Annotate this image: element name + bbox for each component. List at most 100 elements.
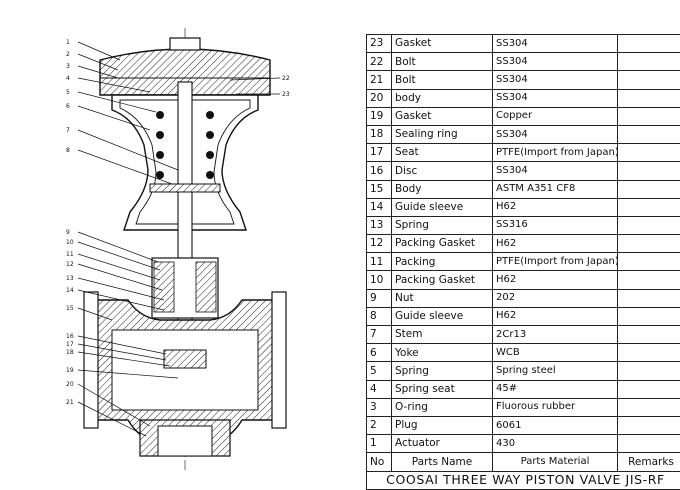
part-name: Gasket <box>392 35 493 53</box>
callout-label: 17 <box>66 341 74 348</box>
callout-label: 4 <box>66 75 70 82</box>
part-no: 15 <box>367 180 392 198</box>
part-remarks <box>618 435 680 453</box>
part-name: Guide sleeve <box>392 307 493 325</box>
part-remarks <box>618 344 680 362</box>
callout-label: 1 <box>66 39 70 46</box>
callout-leader <box>78 42 120 60</box>
part-no: 8 <box>367 307 392 325</box>
part-material: H62 <box>493 271 618 289</box>
part-name: Seat <box>392 144 493 162</box>
callout-leader <box>78 242 160 270</box>
callout-label: 15 <box>66 305 74 312</box>
callout-label: 2 <box>66 51 70 58</box>
part-no: 22 <box>367 53 392 71</box>
part-material: H62 <box>493 307 618 325</box>
callout-label: 11 <box>66 251 74 258</box>
part-material: 2Cr13 <box>493 326 618 344</box>
part-no: 7 <box>367 326 392 344</box>
part-remarks <box>618 144 680 162</box>
part-no: 10 <box>367 271 392 289</box>
header-remarks: Remarks <box>618 453 680 471</box>
part-material: 430 <box>493 435 618 453</box>
part-material: Fluorous rubber <box>493 398 618 416</box>
part-material: 202 <box>493 289 618 307</box>
callout-label: 9 <box>66 229 70 236</box>
part-remarks <box>618 53 680 71</box>
part-name: Nut <box>392 289 493 307</box>
part-no: 14 <box>367 198 392 216</box>
part-no: 19 <box>367 107 392 125</box>
part-name: Yoke <box>392 344 493 362</box>
part-material: Copper <box>493 107 618 125</box>
bottom-port <box>140 420 230 456</box>
part-remarks <box>618 398 680 416</box>
part-material: PTFE(Import from Japan) <box>493 144 618 162</box>
part-material: PTFE(Import from Japan) <box>493 253 618 271</box>
part-no: 1 <box>367 435 392 453</box>
part-remarks <box>618 71 680 89</box>
part-name: Bolt <box>392 53 493 71</box>
part-no: 18 <box>367 125 392 143</box>
part-material: SS304 <box>493 125 618 143</box>
part-name: Packing <box>392 253 493 271</box>
part-remarks <box>618 380 680 398</box>
callout-label: 21 <box>66 399 74 406</box>
part-remarks <box>618 235 680 253</box>
part-remarks <box>618 125 680 143</box>
callout-label: 3 <box>66 63 70 70</box>
part-name: body <box>392 89 493 107</box>
part-name: Guide sleeve <box>392 198 493 216</box>
part-no: 21 <box>367 71 392 89</box>
parts-table-footer: No Parts Name Parts Material Remarks COO… <box>367 453 680 489</box>
part-material: SS304 <box>493 35 618 53</box>
callout-label: 7 <box>66 127 70 134</box>
callout-label: 5 <box>66 89 70 96</box>
part-material: SS304 <box>493 162 618 180</box>
part-name: Gasket <box>392 107 493 125</box>
callout-label: 12 <box>66 261 74 268</box>
part-no: 13 <box>367 216 392 234</box>
part-remarks <box>618 416 680 434</box>
part-no: 17 <box>367 144 392 162</box>
part-name: Spring <box>392 362 493 380</box>
part-remarks <box>618 253 680 271</box>
part-no: 12 <box>367 235 392 253</box>
part-material: SS304 <box>493 71 618 89</box>
part-name: O-ring <box>392 398 493 416</box>
part-name: Packing Gasket <box>392 271 493 289</box>
part-no: 6 <box>367 344 392 362</box>
callout-label: 10 <box>66 239 74 246</box>
part-remarks <box>618 326 680 344</box>
part-material: 6061 <box>493 416 618 434</box>
part-material: H62 <box>493 235 618 253</box>
disc <box>164 350 206 368</box>
part-remarks <box>618 107 680 125</box>
callout-label: 6 <box>66 103 70 110</box>
part-remarks <box>618 162 680 180</box>
part-remarks <box>618 198 680 216</box>
part-remarks <box>618 289 680 307</box>
part-no: 11 <box>367 253 392 271</box>
callout-label: 8 <box>66 147 70 154</box>
part-remarks <box>618 307 680 325</box>
callout-label: 18 <box>66 349 74 356</box>
part-remarks <box>618 362 680 380</box>
part-no: 5 <box>367 362 392 380</box>
part-name: Stem <box>392 326 493 344</box>
